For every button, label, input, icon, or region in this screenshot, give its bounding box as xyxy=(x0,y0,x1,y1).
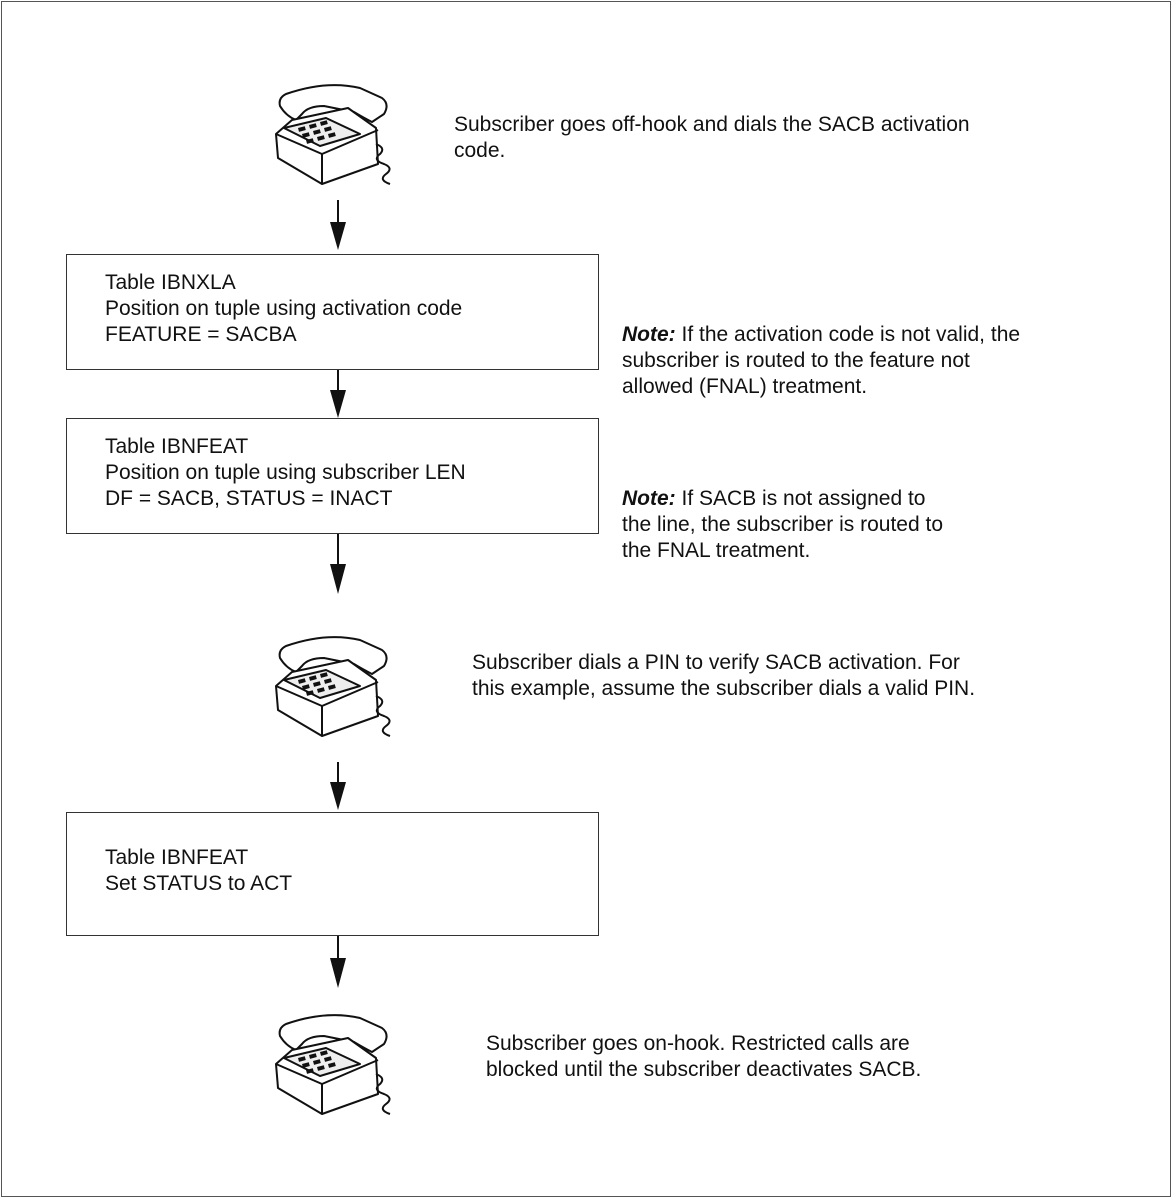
box-line: Table IBNXLA xyxy=(105,271,236,294)
box-line: FEATURE = SACBA xyxy=(105,323,297,346)
box-line: Table IBNFEAT xyxy=(105,435,249,458)
telephone-icon xyxy=(275,1014,391,1115)
arrow-down-4 xyxy=(330,762,346,810)
step-text-3: Subscriber goes on-hook. Restricted call… xyxy=(486,1032,922,1081)
arrow-down-1 xyxy=(330,200,346,250)
arrow-down-2 xyxy=(330,370,346,418)
step-text-1: Subscriber goes off-hook and dials the S… xyxy=(454,113,970,162)
table-ibnxla-box: Table IBNXLA Position on tuple using act… xyxy=(66,254,599,370)
arrow-down-3 xyxy=(330,534,346,594)
note-label: Note: xyxy=(622,487,676,510)
box-line: DF = SACB, STATUS = INACT xyxy=(105,487,393,510)
arrow-down-5 xyxy=(330,936,346,988)
table-ibnfeat-box: Table IBNFEAT Position on tuple using su… xyxy=(66,418,599,534)
note-label: Note: xyxy=(622,323,676,346)
box-line: Position on tuple using subscriber LEN xyxy=(105,461,466,484)
telephone-icon xyxy=(275,636,391,737)
telephone-icon xyxy=(275,84,391,185)
note-2: Note: If SACB is not assigned to the lin… xyxy=(622,487,944,562)
box-line: Position on tuple using activation code xyxy=(105,297,463,320)
table-ibnfeat-set-box: Table IBNFEAT Set STATUS to ACT xyxy=(66,812,599,936)
box-line: Set STATUS to ACT xyxy=(105,872,293,895)
note-1: Note: If the activation code is not vali… xyxy=(622,323,1021,398)
box-line: Table IBNFEAT xyxy=(105,846,249,869)
step-text-2: Subscriber dials a PIN to verify SACB ac… xyxy=(472,651,976,700)
